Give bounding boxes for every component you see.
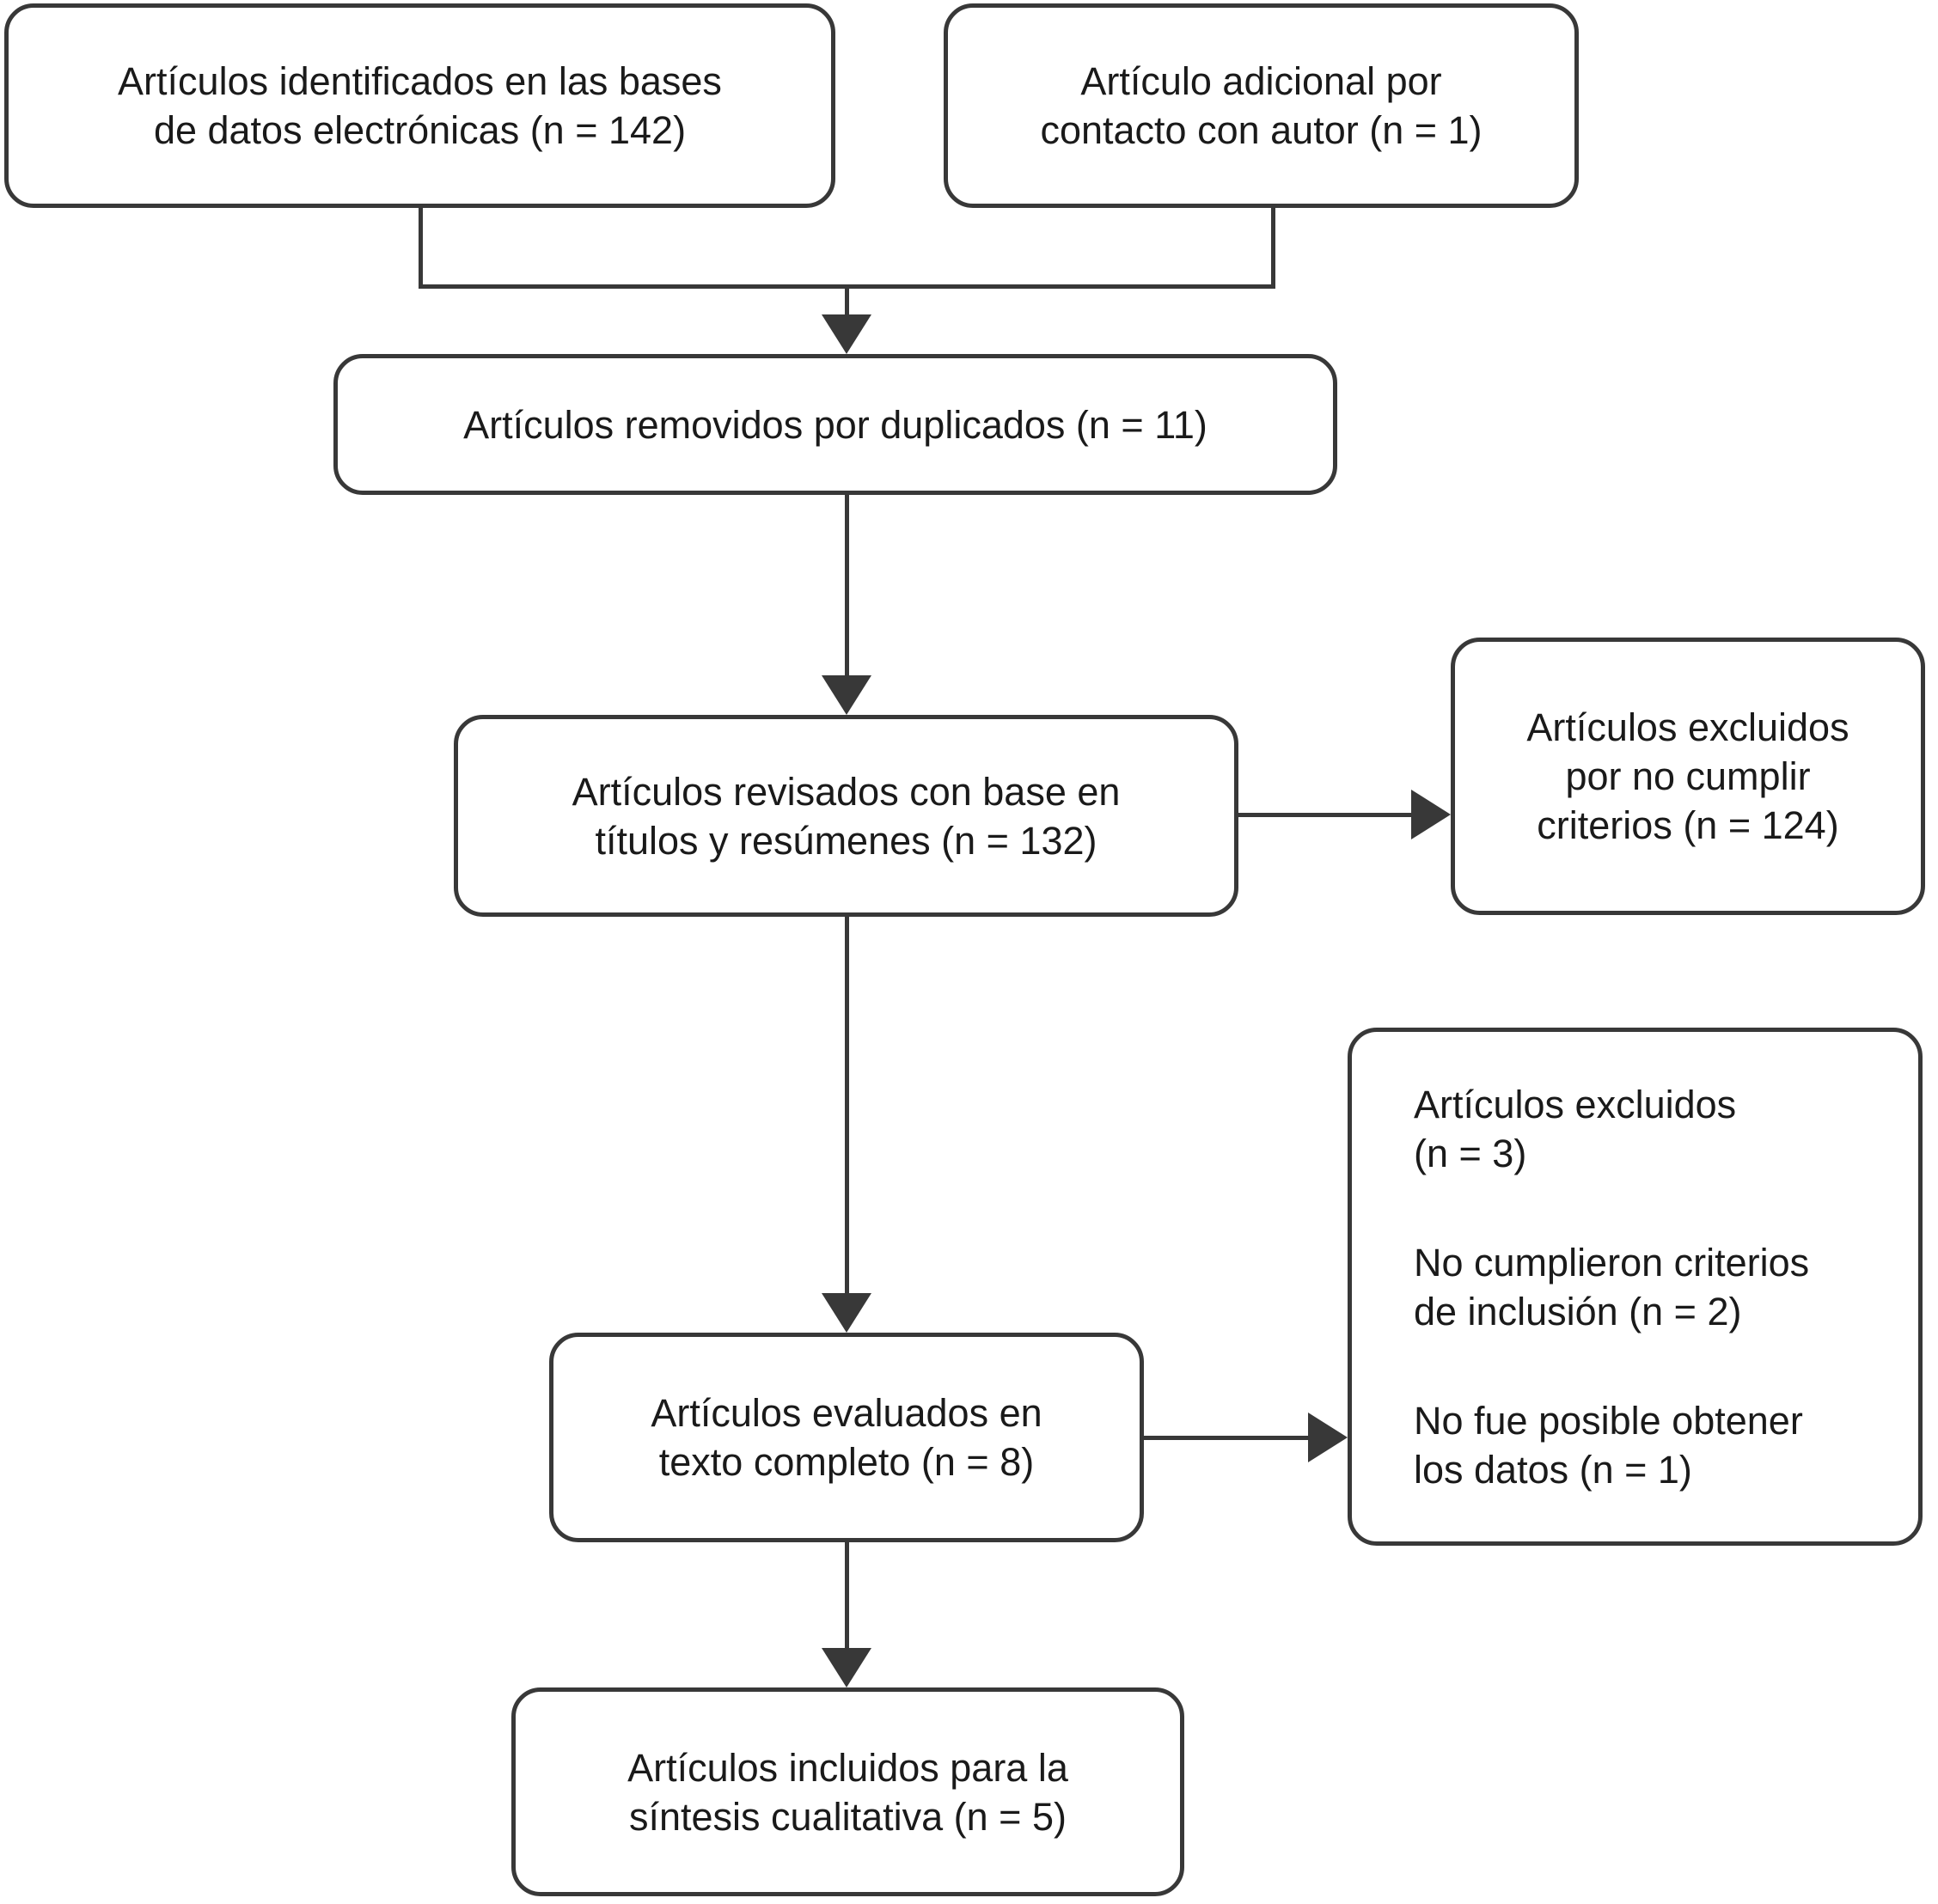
node-additional-article: Artículo adicional por contacto con auto… — [944, 3, 1579, 208]
node-text-line: texto completo (n = 8) — [658, 1440, 1035, 1484]
arrow-screened-to-fulltext-shaft — [845, 915, 849, 1295]
excluded-paragraph: Artículos excluidos (n = 3) — [1414, 1080, 1736, 1178]
node-excluded-fulltext: Artículos excluidos (n = 3) No cumpliero… — [1348, 1028, 1923, 1546]
node-text-line: títulos y resúmenes (n = 132) — [595, 818, 1097, 863]
node-text-line: de datos electrónicas (n = 142) — [153, 108, 687, 152]
node-text-line: No cumplieron criterios — [1414, 1240, 1810, 1285]
node-text-line: criterios (n = 124) — [1537, 803, 1839, 847]
arrow-right-icon — [1411, 790, 1451, 839]
node-text-line: Artículos identificados en las bases — [118, 59, 722, 103]
node-text-line: contacto con autor (n = 1) — [1040, 108, 1483, 152]
node-text-line: por no cumplir — [1565, 754, 1811, 798]
node-text-line: No fue posible obtener — [1414, 1398, 1803, 1443]
node-text-line: los datos (n = 1) — [1414, 1447, 1692, 1492]
node-text-line: (n = 3) — [1414, 1131, 1527, 1175]
arrow-screened-to-excluded-shaft — [1237, 813, 1413, 817]
node-text-line: Artículo adicional por — [1080, 59, 1442, 103]
node-fulltext-assessed: Artículos evaluados en texto completo (n… — [549, 1333, 1144, 1542]
excluded-paragraph: No cumplieron criterios de inclusión (n … — [1414, 1238, 1809, 1336]
node-text-line: de inclusión (n = 2) — [1414, 1289, 1742, 1333]
connector-stub-additional — [1271, 204, 1275, 288]
connector-stub-identified — [419, 204, 423, 288]
arrow-down-icon — [822, 1648, 871, 1687]
node-text-line: Artículos revisados con base en — [572, 769, 1121, 814]
arrow-fulltext-to-included-shaft — [845, 1541, 849, 1650]
arrow-fulltext-to-excluded-shaft — [1142, 1436, 1311, 1440]
node-text-line: síntesis cualitativa (n = 5) — [629, 1794, 1067, 1839]
node-text-line: Artículos incluidos para la — [627, 1745, 1068, 1790]
node-duplicates-removed: Artículos removidos por duplicados (n = … — [333, 354, 1337, 495]
arrow-right-icon — [1308, 1413, 1348, 1462]
node-excluded-criteria: Artículos excluidos por no cumplir crite… — [1451, 638, 1925, 915]
node-text-line: Artículos excluidos — [1526, 705, 1849, 749]
arrow-down-icon — [822, 675, 871, 715]
node-included-qualitative: Artículos incluidos para la síntesis cua… — [511, 1687, 1184, 1896]
arrow-duplicates-to-screened-shaft — [845, 493, 849, 679]
arrow-down-icon — [822, 314, 871, 354]
node-title-abstract-screened: Artículos revisados con base en títulos … — [454, 715, 1238, 917]
excluded-paragraph: No fue posible obtener los datos (n = 1) — [1414, 1396, 1803, 1494]
node-text-line: Artículos excluidos — [1414, 1082, 1737, 1126]
node-text-line: Artículos removidos por duplicados (n = … — [463, 402, 1207, 447]
arrow-down-icon — [822, 1293, 871, 1333]
arrow-merge-to-duplicates-shaft — [845, 286, 849, 318]
node-text-line: Artículos evaluados en — [651, 1391, 1042, 1435]
node-articles-identified: Artículos identificados en las bases de … — [4, 3, 835, 208]
